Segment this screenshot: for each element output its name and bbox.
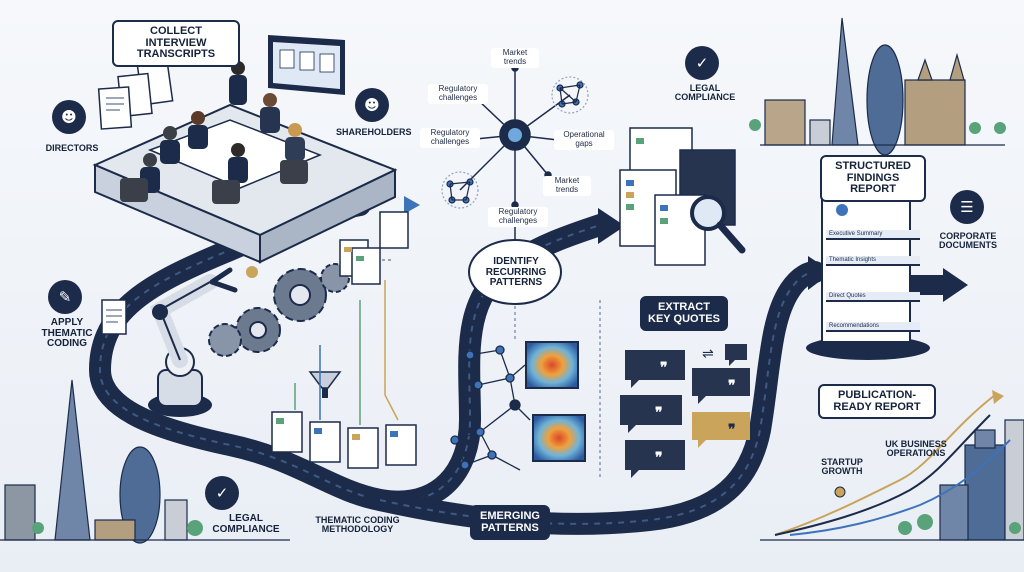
document-review-illustration <box>619 127 736 266</box>
people-group-icon: ☻ <box>355 88 389 122</box>
network-label-regulatory-1: Regulatory challenges <box>428 84 488 104</box>
network-label-market-trends-top: Market trends <box>491 48 539 68</box>
legal-compliance-top-label: LEGAL COMPLIANCE <box>674 83 736 103</box>
svg-text:❞: ❞ <box>655 405 663 421</box>
svg-text:❞: ❞ <box>728 378 736 394</box>
people-group-icon: ☻ <box>52 100 86 134</box>
uk-business-label: UK BUSINESS OPERATIONS <box>885 439 947 459</box>
legal-compliance-bottom-label: LEGAL COMPLIANCE <box>212 513 280 535</box>
meeting-platform-illustration <box>92 35 398 264</box>
report-section-direct-quotes: Direct Quotes <box>826 292 920 302</box>
collect-interview-label: COLLECT INTERVIEW TRANSCRIPTS <box>112 20 240 67</box>
theme-network-diagram <box>459 64 571 245</box>
identify-patterns-label: IDENTIFY RECURRING PATTERNS <box>485 256 547 288</box>
report-section-thematic-insights: Thematic Insights <box>826 256 920 266</box>
gears-icon <box>208 263 350 357</box>
city-skyline-bottom-left <box>0 379 290 544</box>
shareholders-label: SHAREHOLDERS <box>336 127 412 137</box>
final-report-illustration <box>806 195 930 360</box>
clipboard-check-icon: ✓ <box>205 476 239 510</box>
transcript-stack-icon <box>97 60 174 130</box>
clipboard-check-icon: ✎ <box>48 280 82 314</box>
emerging-network-diagram <box>450 345 531 471</box>
report-section-recommendations: Recommendations <box>826 322 920 332</box>
network-label-operational-gaps: Operational gaps <box>554 130 614 150</box>
network-label-regulatory-3: Regulatory challenges <box>488 207 548 227</box>
report-section-executive-summary: Executive Summary <box>826 230 920 240</box>
svg-text:⇌: ⇌ <box>702 346 714 362</box>
document-icon: ☰ <box>950 190 984 224</box>
heatmap-bottom <box>532 414 586 462</box>
structured-report-label: STRUCTURED FINDINGS REPORT <box>820 155 926 202</box>
clipboard-check-icon: ✓ <box>685 46 719 80</box>
trees-bottom-left <box>32 520 203 536</box>
apply-coding-label: APPLY THEMATIC CODING <box>41 317 93 349</box>
trees-bottom-right <box>898 514 1021 535</box>
svg-text:❞: ❞ <box>728 422 736 438</box>
directors-label: DIRECTORS <box>45 143 99 153</box>
cluster-nodes <box>441 76 589 209</box>
startup-growth-label: STARTUP GROWTH <box>821 457 863 477</box>
quote-bubbles: ⇌ ❞ ❞ ❞ ❞ ❞ <box>620 344 750 478</box>
growth-lines <box>774 394 1011 536</box>
coded-documents-row <box>271 411 417 469</box>
funnel-icon <box>308 371 342 398</box>
network-label-market-trends-right: Market trends <box>543 176 591 196</box>
thematic-methodology-label: THEMATIC CODING METHODOLOGY <box>315 515 400 535</box>
trees-top <box>749 119 1006 134</box>
publication-ready-label: PUBLICATION-READY REPORT <box>818 384 936 420</box>
robot-arm-illustration <box>148 267 238 417</box>
city-skyline-bottom-right <box>760 419 1024 541</box>
svg-text:❞: ❞ <box>660 360 668 376</box>
city-skyline-top <box>760 17 1005 156</box>
extract-quotes-label: EXTRACT KEY QUOTES <box>640 296 728 332</box>
coding-document-icon <box>101 299 127 335</box>
magnifier-icon <box>690 195 746 254</box>
corporate-documents-label: CORPORATE DOCUMENTS <box>939 231 997 251</box>
identify-patterns-node <box>468 239 562 305</box>
heatmap-top <box>525 341 579 389</box>
emerging-patterns-label: EMERGING PATTERNS <box>470 505 550 541</box>
network-label-regulatory-2: Regulatory challenges <box>420 128 480 148</box>
svg-text:❞: ❞ <box>655 450 663 466</box>
input-documents-icon <box>339 211 409 285</box>
